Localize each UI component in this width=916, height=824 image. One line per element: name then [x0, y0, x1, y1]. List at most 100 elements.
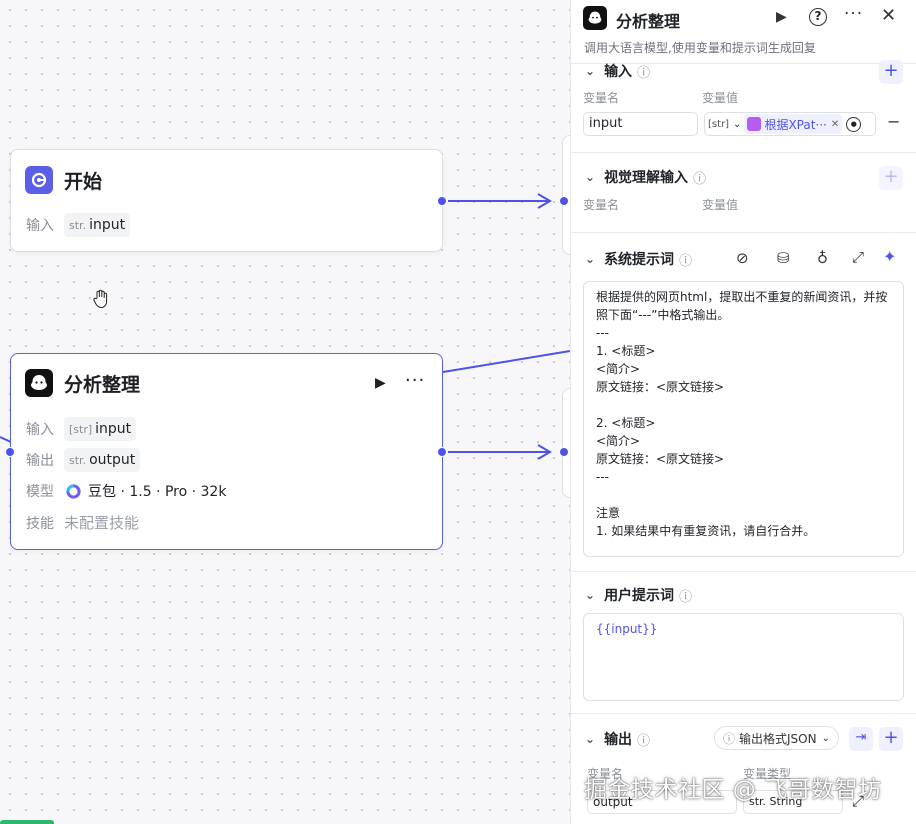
info-icon: ⓘ: [679, 253, 693, 269]
add-input-button[interactable]: +: [879, 60, 903, 84]
start-input-chip[interactable]: str. input: [64, 213, 131, 237]
hand-cursor-icon: [92, 289, 110, 313]
system-prompt-header[interactable]: ⌄ 系统提示词 ⓘ: [585, 249, 692, 269]
output-format-label: 输出格式JSON: [739, 731, 817, 746]
llm-input-label: 输入: [26, 422, 54, 438]
variable-picker-icon[interactable]: ●: [846, 116, 862, 132]
start-node-title: 开始: [64, 170, 103, 193]
close-icon[interactable]: ✕: [881, 5, 897, 26]
system-prompt-line: 照下面“---”中格式输出。: [596, 308, 730, 322]
lightbulb-icon[interactable]: ♁: [817, 249, 828, 267]
llm-output-label: 输出: [26, 453, 54, 469]
compass-icon[interactable]: ⊘: [736, 249, 749, 267]
system-prompt-line: [596, 396, 891, 414]
vision-section-header[interactable]: ⌄ 视觉理解输入 ⓘ: [585, 167, 706, 187]
help-icon[interactable]: ?: [809, 8, 827, 26]
user-prompt-editor[interactable]: {{input}}: [583, 613, 904, 701]
next-node-input-port-bottom[interactable]: [559, 447, 569, 457]
llm-node-skill-row: 技能 未配置技能: [26, 512, 139, 533]
llm-node-header: 分析整理: [25, 369, 140, 397]
input-section-title: 输入: [604, 64, 633, 80]
type-dropdown-chevron-icon[interactable]: ⌄: [733, 118, 742, 130]
llm-model-value[interactable]: 豆包 · 1.5 · Pro · 32k: [88, 484, 227, 500]
output-format-select[interactable]: ⓘ 输出格式JSON ⌄: [714, 726, 839, 750]
input-var-type: [str]: [708, 118, 730, 130]
next-node-input-port-top[interactable]: [559, 196, 569, 206]
input-var-name-field[interactable]: input: [583, 112, 698, 136]
chevron-down-icon: ⌄: [821, 732, 830, 744]
llm-node-input-row: 输入 [str] input: [26, 417, 137, 441]
collapse-chevron-icon: ⌄: [585, 588, 596, 602]
llm-input-value: input: [95, 421, 132, 437]
vision-col-name: 变量名: [583, 198, 620, 212]
prompt-library-icon[interactable]: ⛁: [777, 249, 790, 267]
system-prompt-line: 1. 如果结果中有重复资讯，请自行合并。: [596, 524, 816, 538]
import-output-button[interactable]: ⇥: [849, 727, 873, 751]
node-config-panel: 分析整理 ▶ ? ··· ✕ 调用大语言模型,使用变量和提示词生成回复 ⌄ 输入…: [570, 0, 916, 824]
info-icon: ⓘ: [637, 65, 651, 81]
llm-node-run-icon[interactable]: ▶: [375, 375, 386, 391]
start-node[interactable]: 开始 输入 str. input: [10, 149, 447, 252]
llm-output-type: str.: [69, 453, 87, 467]
llm-node-title: 分析整理: [64, 373, 141, 396]
remove-input-button[interactable]: −: [887, 112, 901, 131]
system-prompt-line: [596, 486, 891, 504]
llm-node[interactable]: 分析整理 ▶ ··· 输入 [str] input 输出 str. output…: [5, 353, 447, 550]
info-icon: ⓘ: [679, 589, 693, 605]
vision-col-value: 变量值: [702, 198, 739, 212]
input-var-value-field[interactable]: [str] ⌄ 根据XPat··· ✕ ●: [704, 112, 876, 136]
add-output-button[interactable]: +: [879, 727, 903, 751]
llm-node-input-port[interactable]: [5, 447, 15, 457]
panel-run-icon[interactable]: ▶: [776, 9, 787, 25]
watermark: 掘金技术社区 @ 飞哥数智坊: [584, 777, 882, 803]
llm-node-output-row: 输出 str. output: [26, 448, 141, 472]
input-col-name: 变量名: [583, 91, 620, 105]
llm-output-chip[interactable]: str. output: [64, 448, 141, 472]
llm-input-chip[interactable]: [str] input: [64, 417, 137, 441]
collapse-chevron-icon: ⌄: [585, 252, 596, 266]
start-node-output-port[interactable]: [437, 196, 447, 206]
input-divider: [571, 152, 916, 153]
remove-ref-icon[interactable]: ✕: [830, 118, 840, 130]
llm-node-more-icon[interactable]: ···: [405, 370, 426, 391]
system-prompt-line: <简介>: [596, 362, 641, 376]
collapse-chevron-icon: ⌄: [585, 732, 596, 746]
output-var-type-select[interactable]: str. String: [743, 790, 843, 814]
llm-skill-value: 未配置技能: [64, 514, 140, 532]
add-vision-input-button[interactable]: +: [879, 166, 903, 190]
vision-section-title: 视觉理解输入: [604, 170, 689, 186]
llm-skill-label: 技能: [26, 515, 54, 532]
xpath-plugin-icon: [747, 117, 762, 131]
start-node-input-row: 输入 str. input: [26, 213, 131, 237]
system-prompt-line: ---: [596, 326, 609, 340]
start-icon: [25, 166, 53, 194]
expand-icon[interactable]: ⤢: [852, 792, 865, 810]
output-section-header[interactable]: ⌄ 输出 ⓘ: [585, 729, 650, 749]
system-prompt-line: <简介>: [596, 434, 641, 448]
panel-more-icon[interactable]: ···: [844, 4, 864, 24]
llm-output-value: output: [89, 452, 136, 468]
output-col-name: 变量名: [587, 767, 624, 781]
llm-node-model-row: 模型 豆包 · 1.5 · Pro · 32k: [26, 481, 226, 501]
start-input-value: input: [89, 217, 126, 233]
output-var-name-field[interactable]: output: [587, 790, 737, 814]
system-prompt-editor[interactable]: 根据提供的网页html，提取出不重复的新闻资讯，并按照下面“---”中格式输出。…: [583, 281, 904, 557]
input-var-ref-chip[interactable]: 根据XPat··· ✕: [744, 114, 843, 134]
input-var-ref: 根据XPat···: [764, 117, 827, 132]
llm-input-type: [str]: [69, 422, 93, 436]
system-prompt-line: ---: [596, 470, 609, 484]
ai-sparkle-icon[interactable]: ✦: [883, 247, 897, 266]
system-prompt-line: 注意: [596, 506, 621, 520]
llm-model-label: 模型: [26, 484, 54, 500]
llm-node-output-port[interactable]: [437, 447, 447, 457]
panel-title: 分析整理: [616, 12, 681, 31]
collapse-chevron-icon: ⌄: [585, 170, 596, 184]
panel-bot-icon: [583, 6, 607, 30]
user-prompt-header[interactable]: ⌄ 用户提示词 ⓘ: [585, 585, 692, 605]
input-section-header[interactable]: ⌄ 输入 ⓘ: [585, 61, 650, 81]
bottom-toolbar-edge[interactable]: [0, 820, 54, 824]
expand-icon[interactable]: ⤢: [852, 248, 865, 266]
panel-header-divider: [571, 63, 916, 64]
user-prompt-title: 用户提示词: [604, 588, 675, 604]
